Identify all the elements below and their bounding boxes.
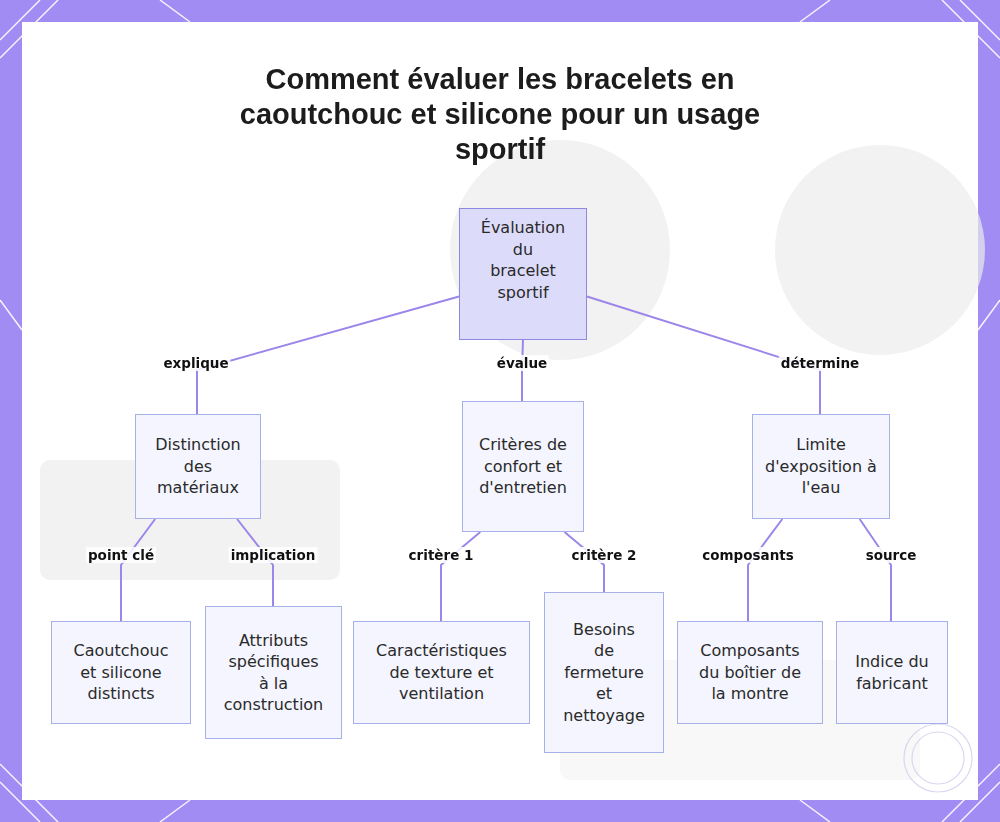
node-label: Caoutchouc et silicone distincts (64, 640, 178, 705)
node-label: Indice du fabricant (847, 651, 937, 694)
node-label: Limite d'exposition à l'eau (763, 434, 879, 499)
category-box: Critères de confort et d'entretien (462, 401, 584, 532)
node-label: Distinction des matériaux (146, 434, 250, 499)
node-text-group: Composants du boîtier de la montre (690, 640, 810, 705)
edge-label: point clé (86, 547, 156, 563)
node-text-group: Besoins de fermeture et nettoyage (563, 619, 645, 727)
edge-label: évalue (495, 355, 549, 371)
node-label: Évaluation du bracelet sportif (478, 217, 568, 303)
root-box: Évaluation du bracelet sportif (459, 208, 587, 340)
detail-box: Indice du fabricant (836, 621, 948, 724)
node-label: Composants du boîtier de la montre (690, 640, 810, 705)
edge-label: implication (229, 547, 318, 563)
edge-label: critère 2 (570, 547, 639, 563)
edge-label: source (864, 547, 919, 563)
node-text-group: Indice du fabricant (847, 651, 937, 694)
node-text-group: Distinction des matériaux (146, 434, 250, 499)
edge-label: détermine (779, 355, 862, 371)
detail-box: Attributs spécifiques à la construction (205, 606, 342, 739)
node-label: Besoins de fermeture et nettoyage (563, 619, 645, 727)
detail-box: Caractéristiques de texture et ventilati… (353, 621, 530, 724)
category-box: Distinction des matériaux (135, 414, 261, 519)
node-text-group: Caoutchouc et silicone distincts (64, 640, 178, 705)
edge-label: explique (161, 355, 230, 371)
node-label: Critères de confort et d'entretien (477, 434, 569, 499)
node-text-group: Limite d'exposition à l'eau (763, 434, 879, 499)
connector-line (860, 519, 891, 621)
connector-line (441, 532, 480, 621)
connector-line (748, 519, 782, 621)
connector-line (121, 519, 155, 621)
node-text-group: Caractéristiques de texture et ventilati… (366, 640, 517, 705)
connector-line (197, 296, 459, 414)
node-label: Attributs spécifiques à la construction (224, 630, 324, 716)
detail-box: Caoutchouc et silicone distincts (51, 621, 191, 724)
node-text-group: Attributs spécifiques à la construction (224, 630, 324, 716)
detail-box: Besoins de fermeture et nettoyage (544, 592, 664, 753)
node-text-group: Critères de confort et d'entretien (477, 434, 569, 499)
node-text-group: Évaluation du bracelet sportif (478, 217, 568, 303)
diagram-title: Comment évaluer les bracelets en caoutch… (200, 62, 800, 167)
category-box: Limite d'exposition à l'eau (752, 414, 890, 519)
edge-label: critère 1 (407, 547, 476, 563)
detail-box: Composants du boîtier de la montre (677, 621, 823, 724)
node-label: Caractéristiques de texture et ventilati… (366, 640, 517, 705)
edge-label: composants (700, 547, 796, 563)
